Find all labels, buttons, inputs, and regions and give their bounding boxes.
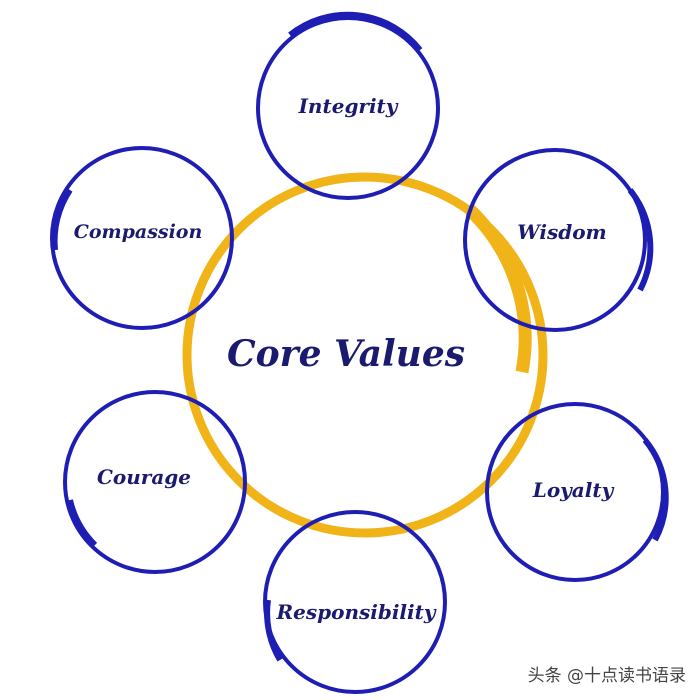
center-ring [182,172,548,538]
value-label: Courage [97,465,191,489]
center-ring-tail [465,205,532,374]
watermark: 头条 @十点读书语录 [527,666,686,686]
value-circle-responsibility: Responsibility [263,510,447,694]
value-circle-integrity: Integrity [256,11,440,200]
value-label: Responsibility [276,600,437,624]
value-label: Loyalty [532,478,615,502]
value-circle-compassion: Compassion [50,146,234,330]
value-label: Compassion [74,221,203,243]
value-circle-wisdom: Wisdom [463,148,654,332]
value-label: Wisdom [517,220,606,244]
diagram-title: Core Values [227,333,465,375]
value-label: Integrity [298,94,399,118]
value-circle-courage: Courage [63,390,247,574]
value-circle-loyalty: Loyalty [485,402,669,582]
